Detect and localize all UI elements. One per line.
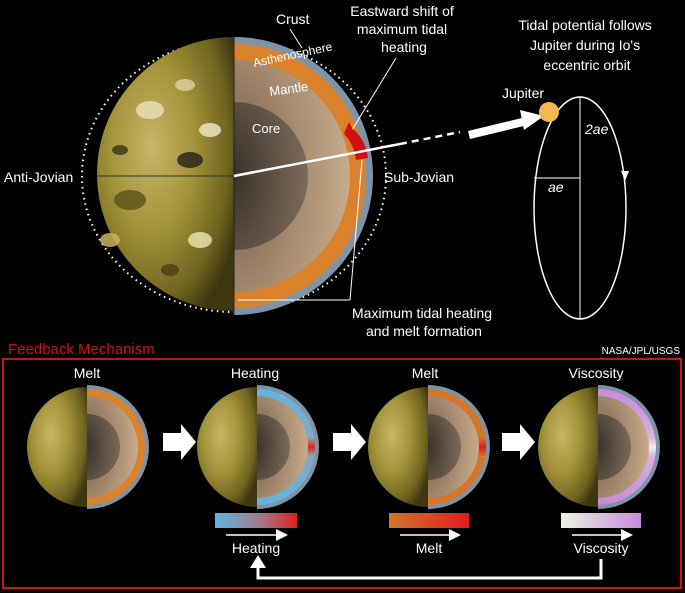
eastward-shift-label: Eastward shift of maximum tidal heating (350, 3, 457, 55)
melt-scale-label: Melt (416, 540, 443, 556)
tidal-potential-label: Tidal potential follows Jupiter during I… (518, 17, 655, 73)
feedback-loop-line (256, 559, 603, 580)
jupiter-direction-arrow-shaft (468, 116, 532, 139)
stage-2-sphere (197, 385, 319, 509)
jupiter-label: Jupiter (502, 85, 544, 101)
eastward-arrowhead (344, 122, 356, 136)
main-io-cutaway: Asthenosphere Mantle Core Crust Anti-Jov… (4, 3, 544, 339)
credit-label: NASA/JPL/USGS (602, 346, 681, 357)
io-surface-spots (100, 79, 221, 276)
core-layer (234, 102, 308, 250)
mantle-label: Mantle (268, 79, 309, 99)
sub-jovian-label: Sub-Jovian (384, 169, 454, 185)
ae-label: ae (548, 179, 564, 195)
eastward-leader (351, 57, 397, 131)
viscosity-scale-label: Viscosity (574, 540, 629, 556)
crust-leader (289, 28, 303, 49)
core-label: Core (252, 121, 280, 136)
feedback-panel (2, 358, 682, 589)
arrow-icon-3 (502, 424, 535, 460)
jupiter-icon (539, 102, 559, 122)
stage-1-label: Melt (74, 365, 101, 381)
stage-3-label: Melt (412, 365, 439, 381)
arrow-icon-2 (333, 424, 366, 460)
stage-4-label: Viscosity (569, 365, 624, 381)
stage-3-sphere (368, 385, 490, 509)
crust-label: Crust (276, 11, 310, 27)
feedback-loop-arrowhead (250, 555, 266, 568)
max-heating-leader-a (349, 159, 363, 301)
anti-jovian-label: Anti-Jovian (4, 169, 73, 185)
melt-scale-bar (389, 513, 469, 528)
feedback-title: Feedback Mechanism (8, 341, 155, 358)
heating-scale-label: Heating (232, 540, 280, 556)
orbit-direction-arrow-icon (621, 171, 629, 181)
arrow-icon-1 (163, 424, 196, 460)
viscosity-scale-bar (561, 513, 641, 528)
jupiter-direction-line (233, 142, 401, 178)
jupiter-direction-arrowhead (520, 110, 544, 130)
stage-1-sphere (27, 385, 149, 509)
stage-4-sphere (538, 385, 660, 509)
max-heating-label: Maximum tidal heating and melt formation (352, 305, 496, 339)
orbit-diagram: Tidal potential follows Jupiter during I… (502, 17, 655, 320)
two-ae-label: 2ae (584, 121, 609, 137)
stage-2-label: Heating (231, 365, 279, 381)
heating-scale-bar (215, 513, 297, 528)
jupiter-direction-dashed (399, 130, 461, 146)
